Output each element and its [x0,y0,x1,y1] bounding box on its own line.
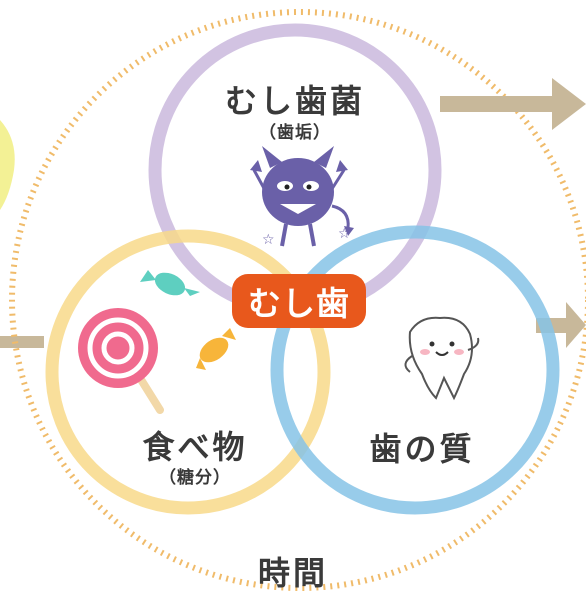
food-circle [45,229,331,515]
food-label: 食べ物 [142,428,248,466]
tooth-circle [270,225,560,515]
tooth-quality-label: 歯の質 [369,430,475,468]
food-sublabel: （糖分） [159,468,231,488]
tooth-character-icon [404,316,480,401]
lower-arrow-head [566,302,586,348]
yellow-flower-edge [0,120,15,210]
caries-center-badge: むし歯 [232,274,366,328]
right-arrows [440,78,586,348]
upper-arrow-head [552,78,586,130]
left-arrow-stub [0,336,44,348]
upper-arrow-shaft [440,96,558,112]
candy-orange-icon [196,328,236,370]
svg-text:☆: ☆ [338,226,351,242]
lollipop-icon [78,308,164,414]
time-outer-circle [9,9,586,591]
bacteria-label: むし歯菌 [224,82,365,120]
caries-center-label: むし歯 [248,284,350,323]
bacteria-devil-icon: ☆ ☆ [250,146,354,248]
bacteria-sublabel: （歯垢） [259,123,331,143]
time-label: 時間 [257,554,328,592]
candy-teal-icon [140,270,200,296]
svg-text:☆: ☆ [262,232,275,248]
